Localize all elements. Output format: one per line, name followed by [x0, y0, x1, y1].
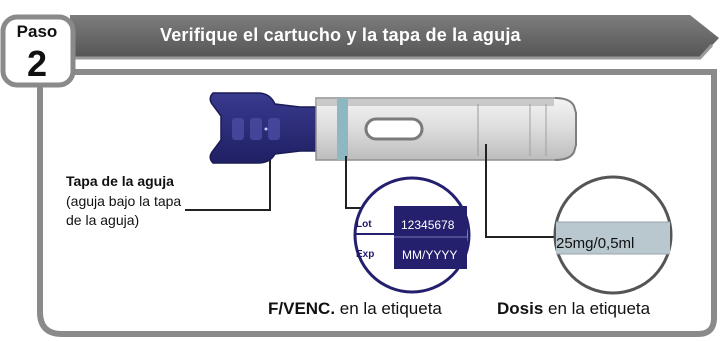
- lot-value: 12345678: [401, 218, 455, 232]
- expiry-caption-rest: en la etiqueta: [335, 299, 442, 318]
- needle-cap-note-line1: (aguja bajo la tapa: [66, 193, 182, 209]
- step-number: 2: [26, 43, 48, 84]
- exp-value: MM/YYYY: [402, 248, 458, 262]
- needle-cap-note-line2: de la aguja): [66, 212, 140, 228]
- inspection-window: [364, 117, 424, 141]
- pen-body: [315, 97, 577, 161]
- dose-caption-rest: en la etiqueta: [543, 299, 651, 318]
- dose-caption-bold: Dosis: [497, 299, 544, 318]
- banner-title: Verifique el cartucho y la tapa de la ag…: [160, 25, 521, 45]
- expiry-caption: F/VENC. en la etiqueta: [268, 299, 442, 319]
- exp-label: Exp: [356, 249, 375, 260]
- dose-caption: Dosis en la etiqueta: [497, 299, 650, 319]
- dose-leader-line: [485, 144, 557, 238]
- dose-value: 25mg/0,5ml: [556, 235, 635, 252]
- step-badge: [0, 14, 76, 88]
- needle-cap-title: Tapa de la aguja: [66, 173, 174, 189]
- title-banner: [70, 15, 719, 58]
- cap-leader-line: [185, 160, 271, 211]
- cartridge-band: [337, 98, 348, 160]
- lot-label: Lot: [356, 219, 372, 230]
- expiry-leader-line: [345, 156, 362, 209]
- step-word: Paso: [16, 22, 58, 41]
- prefilled-pen: [209, 92, 577, 164]
- expiry-caption-bold: F/VENC.: [268, 299, 336, 318]
- dose-zoom-circle: [553, 175, 673, 295]
- label-zoom-circle: [353, 176, 471, 294]
